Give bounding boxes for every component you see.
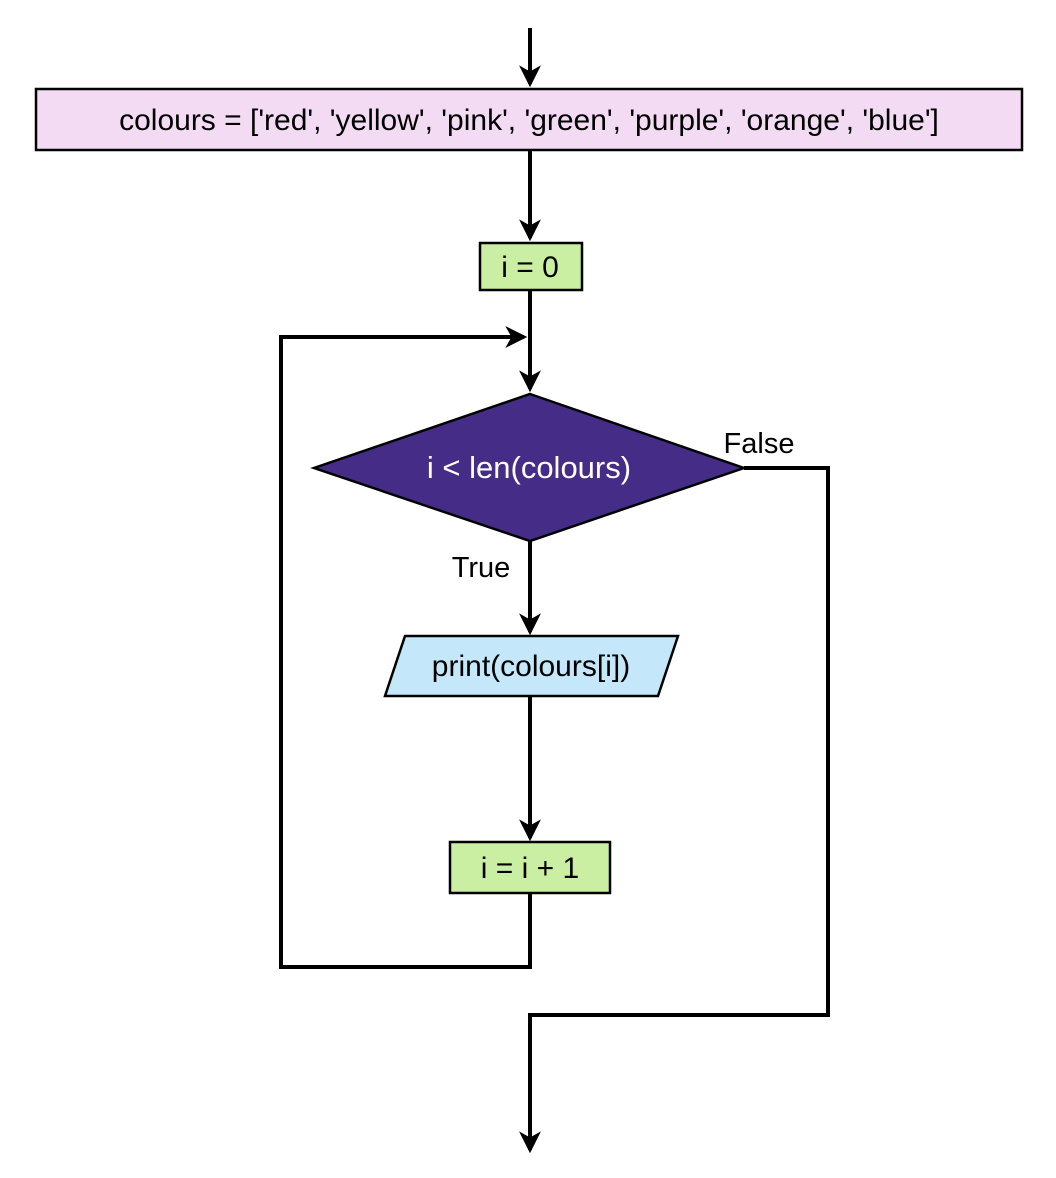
true-branch-label: True [452, 552, 511, 584]
increment-node-label: i = i + 1 [481, 852, 579, 885]
print-node-label: print(colours[i]) [432, 650, 630, 683]
false-branch-label: False [724, 428, 795, 460]
edge-increment-to-condition [279, 326, 532, 969]
init-node [478, 241, 584, 292]
edge-condition-false-exit [519, 466, 830, 1154]
condition-node-label: i < len(colours) [427, 450, 631, 485]
increment-node [448, 840, 612, 895]
print-node [383, 634, 680, 698]
init-node-label: i = 0 [501, 251, 559, 284]
assign-node-label: colours = ['red', 'yellow', 'pink', 'gre… [119, 104, 939, 137]
